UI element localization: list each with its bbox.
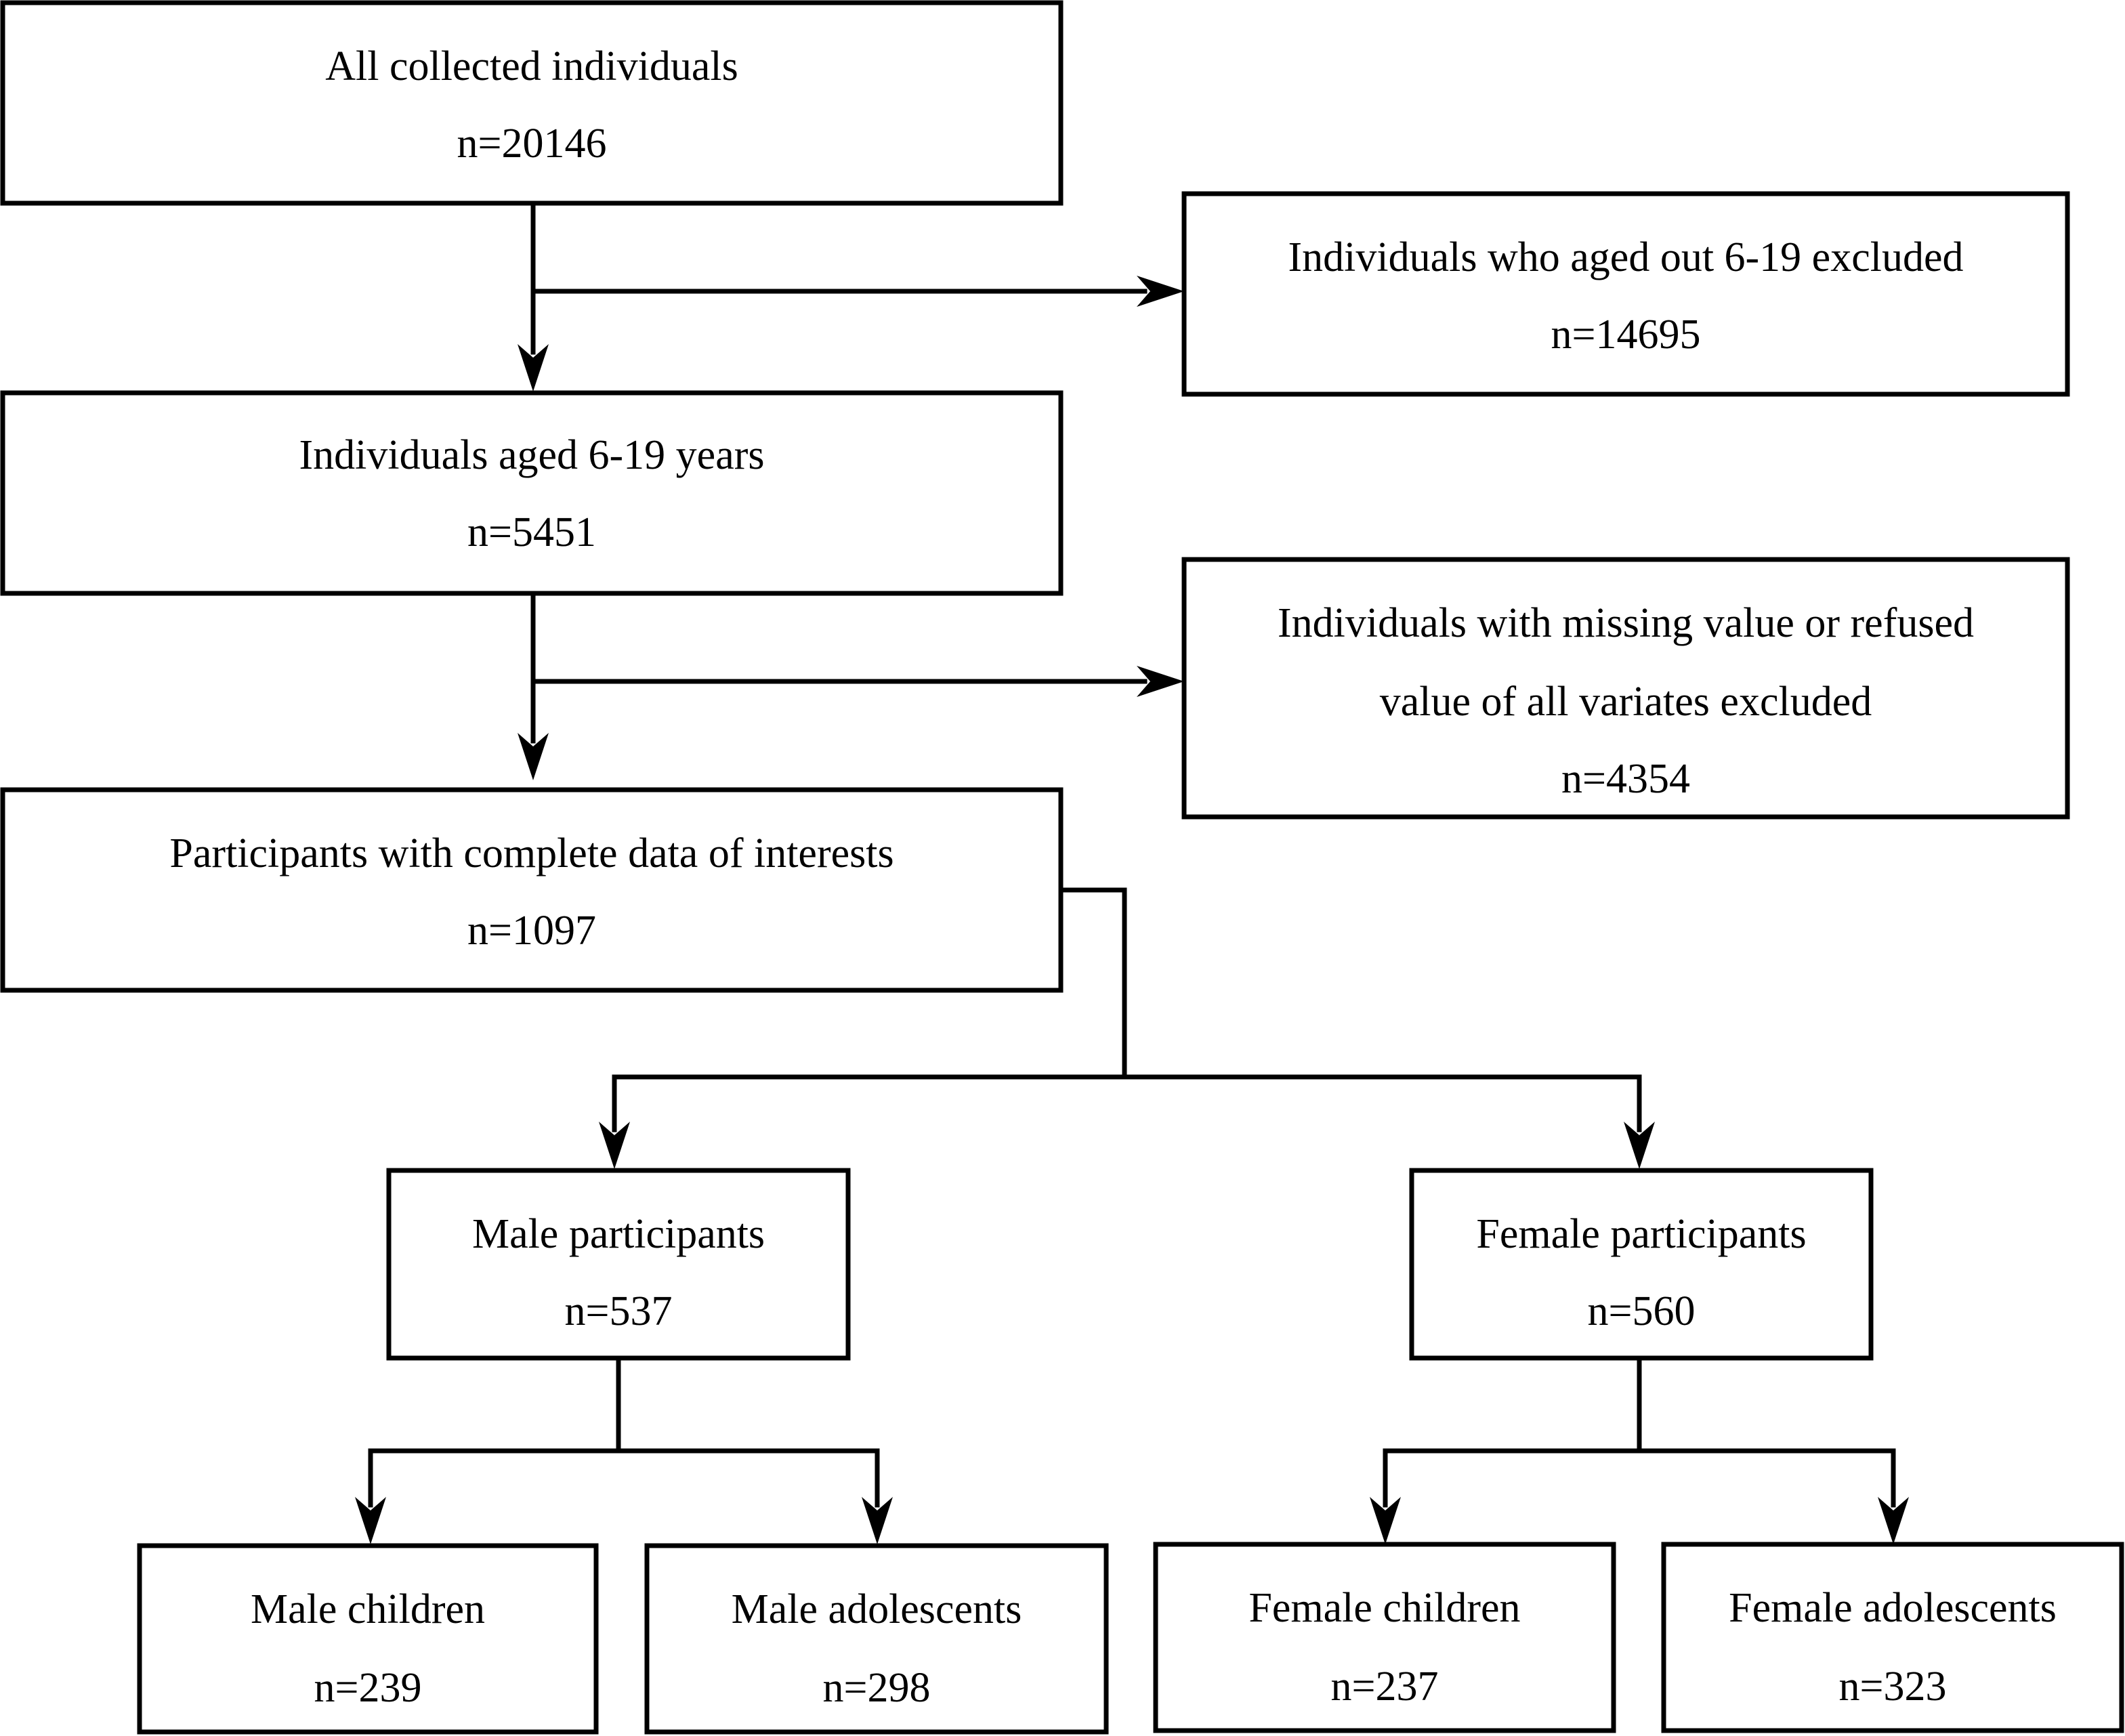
box-male-adolescents-frame — [644, 1543, 1109, 1735]
box-female-participants-frame — [1409, 1168, 1874, 1361]
box-all-collected-label: All collected individuals — [325, 43, 738, 89]
box-aged-out-excluded-count: n=14695 — [1551, 312, 1701, 358]
box-all-collected-count: n=20146 — [457, 121, 607, 167]
box-complete-data-count: n=1097 — [467, 908, 596, 954]
box-aged-out-excluded-label: Individuals who aged out 6-19 excluded — [1288, 234, 1964, 280]
box-aged-6-19-label: Individuals aged 6-19 years — [299, 432, 765, 478]
box-female-adolescents-count: n=323 — [1839, 1664, 1947, 1710]
box-complete-data-label: Participants with complete data of inter… — [169, 830, 893, 876]
connectors — [355, 200, 1909, 1544]
box-female-children: Female children n=237 — [1153, 1542, 1616, 1733]
box-complete-data-frame — [0, 787, 1064, 993]
box-male-adolescents-label: Male adolescents — [732, 1586, 1022, 1632]
arrowhead-aged-to-missing — [1137, 666, 1184, 697]
box-male-adolescents-count: n=298 — [823, 1665, 931, 1711]
box-male-children: Male children n=239 — [137, 1543, 599, 1735]
box-male-participants-frame — [386, 1168, 851, 1361]
box-male-adolescents: Male adolescents n=298 — [644, 1543, 1109, 1735]
box-complete-data: Participants with complete data of inter… — [0, 787, 1064, 993]
box-all-collected: All collected individuals n=20146 — [0, 0, 1064, 206]
box-female-children-count: n=237 — [1331, 1664, 1439, 1710]
box-aged-out-excluded-frame — [1181, 191, 2070, 397]
arrowhead-male-to-adolescents — [862, 1497, 893, 1544]
arrowhead-split-to-female — [1624, 1122, 1655, 1169]
box-missing-excluded-label-line1: Individuals with missing value or refuse… — [1278, 600, 1974, 646]
box-female-adolescents-frame — [1661, 1542, 2124, 1733]
box-female-adolescents: Female adolescents n=323 — [1661, 1542, 2124, 1733]
box-female-participants: Female participants n=560 — [1409, 1168, 1874, 1361]
box-female-participants-count: n=560 — [1588, 1288, 1696, 1334]
arrowhead-all-to-excluded — [1137, 276, 1184, 307]
arrowhead-female-to-adolescents — [1878, 1497, 1909, 1544]
box-male-participants-label: Male participants — [472, 1211, 765, 1257]
box-female-children-frame — [1153, 1542, 1616, 1733]
connector-complete-split — [1058, 887, 1127, 1080]
box-aged-6-19: Individuals aged 6-19 years n=5451 — [0, 390, 1064, 596]
arrowhead-male-to-children — [355, 1497, 386, 1544]
box-missing-excluded: Individuals with missing value or refuse… — [1181, 557, 2070, 820]
arrowhead-split-to-male — [599, 1122, 630, 1169]
arrowhead-aged-to-complete — [518, 733, 549, 780]
box-male-participants-count: n=537 — [565, 1288, 673, 1334]
box-aged-out-excluded: Individuals who aged out 6-19 excluded n… — [1181, 191, 2070, 397]
box-female-participants-label: Female participants — [1476, 1211, 1806, 1257]
box-female-children-label: Female children — [1248, 1585, 1520, 1631]
box-female-adolescents-label: Female adolescents — [1729, 1585, 2057, 1631]
box-aged-6-19-count: n=5451 — [467, 509, 596, 555]
arrowhead-female-to-children — [1370, 1497, 1401, 1544]
box-all-collected-frame — [0, 0, 1064, 206]
box-missing-excluded-frame — [1181, 557, 2070, 820]
box-male-children-count: n=239 — [314, 1665, 422, 1711]
box-male-participants: Male participants n=537 — [386, 1168, 851, 1361]
box-male-children-label: Male children — [251, 1586, 485, 1632]
arrowhead-all-to-aged — [518, 344, 549, 391]
box-missing-excluded-label-line2: value of all variates excluded — [1380, 679, 1872, 725]
box-aged-6-19-frame — [0, 390, 1064, 596]
box-male-children-frame — [137, 1543, 599, 1735]
box-missing-excluded-count: n=4354 — [1561, 756, 1690, 802]
